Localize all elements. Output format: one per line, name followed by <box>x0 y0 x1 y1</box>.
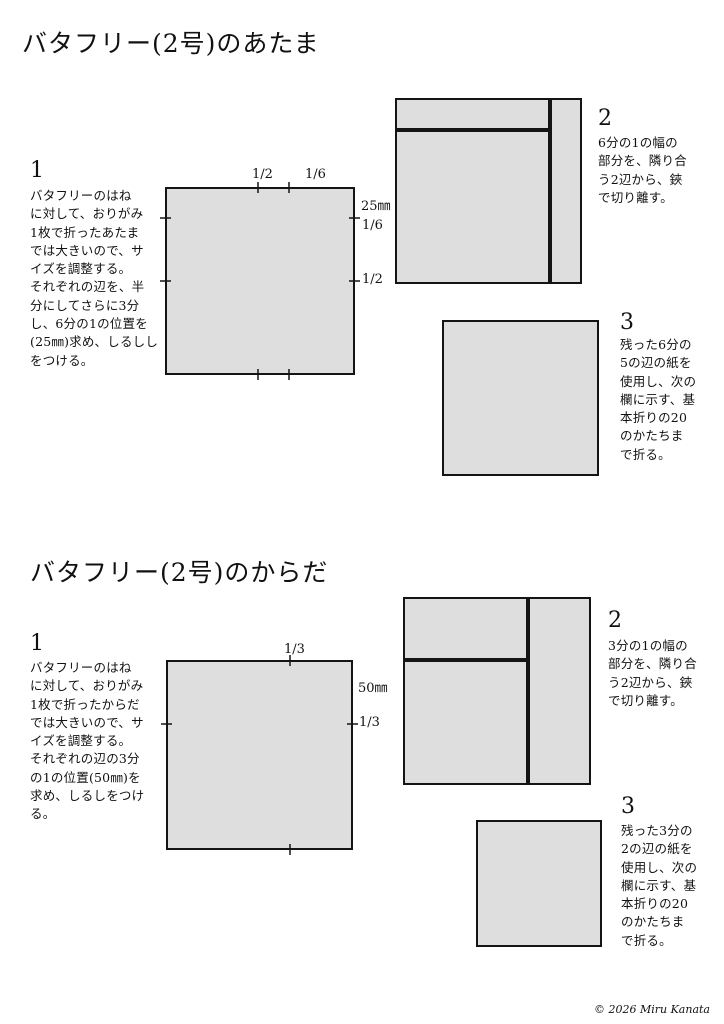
copyright-notice: © 2026 Miru Kanata <box>593 1003 710 1016</box>
head-mark-top-sixth: 1/6 <box>305 167 326 182</box>
head-mark-right-mm: 25㎜ <box>361 199 391 214</box>
head-step2-number: 2 <box>598 106 612 131</box>
body-mark-top-third: 1/3 <box>284 642 305 657</box>
head-section-title: バタフリー(2号)のあたま <box>22 29 320 58</box>
head-step1-number: 1 <box>30 158 44 183</box>
head-step2-cut-line-vertical <box>548 99 552 283</box>
body-mark-right-third: 1/3 <box>359 715 380 730</box>
head-mark-right-sixth: 1/6 <box>362 218 383 233</box>
head-step2-cut-line-horizontal <box>396 128 551 132</box>
head-step3-paper <box>442 320 599 476</box>
head-step1-text: バタフリーのはね に対して、おりがみ 1枚で折ったあたま では大きいので、サ イ… <box>30 188 159 368</box>
head-step3-number: 3 <box>620 310 634 335</box>
body-step2-cut-line-vertical <box>526 598 530 784</box>
body-step1-text: バタフリーのはね に対して、おりがみ 1枚で折ったからだ では大きいので、サ イ… <box>30 660 145 822</box>
body-step3-number: 3 <box>621 794 635 819</box>
head-step3-text: 残った6分の 5の辺の紙を 使用し、次の 欄に示す、基 本折りの20 のかたちま… <box>620 337 697 462</box>
body-mark-right-mm: 50㎜ <box>358 681 388 696</box>
body-step2-cut-line-horizontal <box>404 658 528 662</box>
body-step2-number: 2 <box>608 608 622 633</box>
body-step3-paper <box>476 820 602 947</box>
body-step2-paper <box>403 597 591 785</box>
head-mark-right-half: 1/2 <box>362 272 383 287</box>
body-section-title: バタフリー(2号)のからだ <box>30 558 329 587</box>
body-step3-text: 残った3分の 2の辺の紙を 使用し、次の 欄に示す、基 本折りの20 のかたちま… <box>621 823 698 948</box>
body-step1-paper <box>166 660 353 850</box>
head-step2-text: 6分の1の幅の 部分を、隣り合 う2辺から、鋏 で切り離す。 <box>598 135 687 205</box>
head-mark-top-half: 1/2 <box>252 167 273 182</box>
body-step1-number: 1 <box>30 631 44 656</box>
body-step2-text: 3分の1の幅の 部分を、隣り合 う2辺から、鋏 で切り離す。 <box>608 638 697 708</box>
